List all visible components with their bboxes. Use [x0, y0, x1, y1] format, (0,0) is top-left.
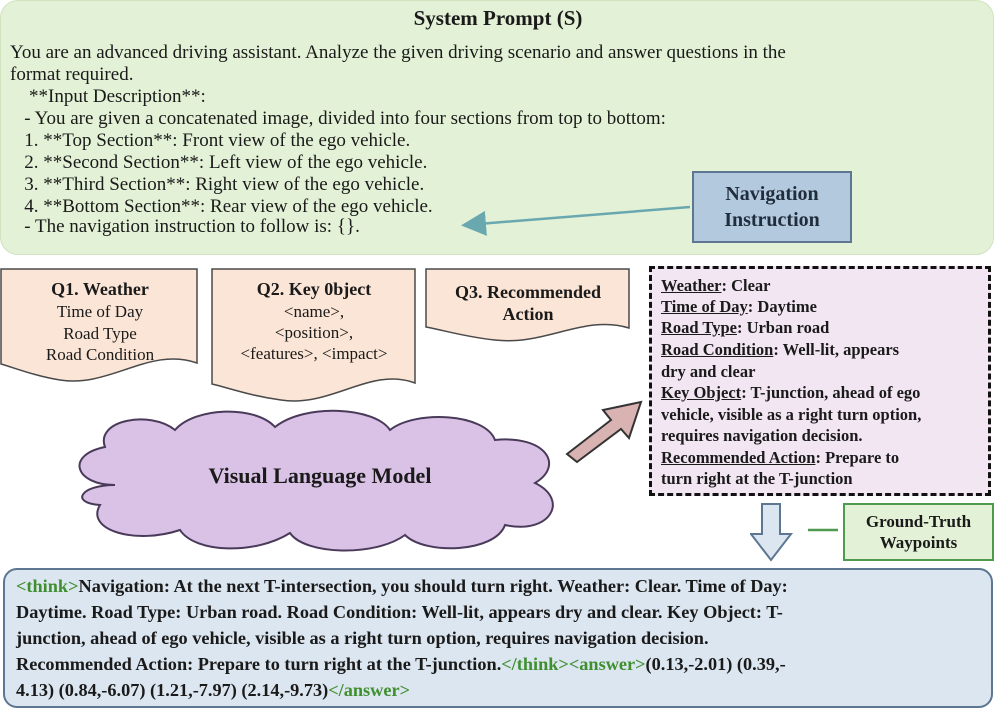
- think-open-tag: <think>: [16, 576, 79, 596]
- system-prompt-title: System Prompt (S): [413, 6, 583, 30]
- navigation-instruction-label: Navigation: [725, 183, 819, 205]
- system-prompt-line: 4. **Bottom Section**: Rear view of the …: [10, 196, 433, 217]
- answer-waypoints: (0.13,-2.01) (0.39,-: [645, 654, 786, 674]
- system-prompt-line: 3. **Third Section**: Right view of the …: [10, 174, 425, 195]
- vlm-label: Visual Language Model: [208, 463, 432, 488]
- system-prompt-line: - The navigation instruction to follow i…: [10, 216, 360, 237]
- output-value: : Prepare to: [815, 448, 900, 467]
- output-line-cont: turn right at the T-junction: [661, 469, 853, 488]
- q1-item: Road Condition: [45, 345, 155, 364]
- answer-line: junction, ahead of ego vehicle, visible …: [16, 628, 709, 648]
- output-line-cont: dry and clear: [661, 362, 756, 381]
- output-key: Time of Day: [661, 297, 748, 316]
- ground-truth-label: Waypoints: [879, 533, 958, 552]
- output-line-cont: requires navigation decision.: [661, 426, 863, 445]
- answer-line: 4.13) (0.84,-6.07) (1.21,-7.97) (2.14,-9…: [16, 678, 410, 702]
- output-line-time: Time of Day: Daytime: [661, 296, 817, 317]
- q3-document: Q3. Recommended Action: [425, 268, 631, 338]
- q2-document-shape: [211, 268, 416, 402]
- output-key: Road Type: [661, 318, 737, 337]
- navigation-instruction-label: Instruction: [724, 209, 820, 231]
- think-close-tag: </think>: [501, 654, 569, 674]
- vlm-cloud-shape: [78, 409, 554, 552]
- block-arrow-icon: [565, 400, 643, 464]
- system-prompt-line: - You are given a concatenated image, di…: [10, 108, 666, 129]
- q2-document: Q2. Key 0bject <name>, <position>, <feat…: [211, 268, 417, 388]
- output-line-road-type: Road Type: Urban road: [661, 317, 829, 338]
- q1-item: Time of Day: [56, 302, 144, 321]
- answer-open-tag: <answer>: [568, 654, 646, 674]
- answer-text: Recommended Action: Prepare to turn righ…: [16, 654, 502, 674]
- ground-truth-label: Ground-Truth: [865, 512, 972, 531]
- output-value: : Well-lit, appears: [773, 340, 900, 359]
- output-line-key-object: Key Object: T-junction, ahead of ego: [661, 382, 920, 403]
- q1-document-shape: [0, 268, 198, 382]
- output-value: : Daytime: [747, 297, 817, 316]
- q2-title: Q2. Key 0bject: [256, 279, 372, 299]
- system-prompt-line: format required.: [10, 64, 134, 85]
- navigation-arrow: [461, 205, 691, 236]
- answer-line: Daytime. Road Type: Urban road. Road Con…: [16, 602, 783, 622]
- q2-item: <features>, <impact>: [240, 344, 388, 363]
- output-line-cont: vehicle, visible as a right turn option,: [661, 405, 922, 424]
- answer-line: <think>Navigation: At the next T-interse…: [16, 574, 788, 598]
- output-value: : Urban road: [736, 318, 830, 337]
- q1-item: Road Type: [63, 324, 137, 343]
- answer-line: Recommended Action: Prepare to turn righ…: [16, 652, 786, 676]
- q3-title: Q3. Recommended: [455, 282, 601, 302]
- system-prompt-line: **Input Description**:: [10, 86, 206, 107]
- system-prompt-line: You are an advanced driving assistant. A…: [10, 42, 786, 63]
- answer-text: Navigation: At the next T-intersection, …: [78, 576, 788, 596]
- output-key: Key Object: [661, 383, 742, 402]
- output-value: : T-junction, ahead of ego: [741, 383, 921, 402]
- system-prompt-line: 1. **Top Section**: Front view of the eg…: [10, 130, 411, 151]
- output-line-recommended-action: Recommended Action: Prepare to: [661, 447, 899, 468]
- output-line-road-condition: Road Condition: Well-lit, appears: [661, 339, 899, 360]
- q1-title: Q1. Weather: [51, 279, 149, 299]
- answer-box: <think>Navigation: At the next T-interse…: [3, 568, 993, 708]
- q2-item: <position>,: [274, 323, 354, 342]
- output-key: Road Condition: [661, 340, 774, 359]
- q1-document: Q1. Weather Time of Day Road Type Road C…: [0, 268, 200, 378]
- q3-title: Action: [502, 304, 554, 324]
- output-value: : Clear: [721, 276, 771, 295]
- q2-item: <name>,: [283, 302, 345, 321]
- system-prompt-line: 2. **Second Section**: Left view of the …: [10, 152, 428, 173]
- output-key: Weather: [661, 276, 722, 295]
- q3-document-shape: [425, 268, 630, 342]
- ground-truth-waypoints-box: Ground-Truth Waypoints: [843, 503, 994, 561]
- down-arrow-icon: [750, 503, 794, 562]
- model-output-box: Weather: Clear Time of Day: Daytime Road…: [649, 266, 991, 496]
- answer-close-tag: </answer>: [328, 680, 411, 700]
- output-line-weather: Weather: Clear: [661, 275, 771, 296]
- answer-waypoints: 4.13) (0.84,-6.07) (1.21,-7.97) (2.14,-9…: [16, 680, 329, 700]
- navigation-instruction-box: Navigation Instruction: [692, 171, 852, 243]
- output-key: Recommended Action: [661, 448, 816, 467]
